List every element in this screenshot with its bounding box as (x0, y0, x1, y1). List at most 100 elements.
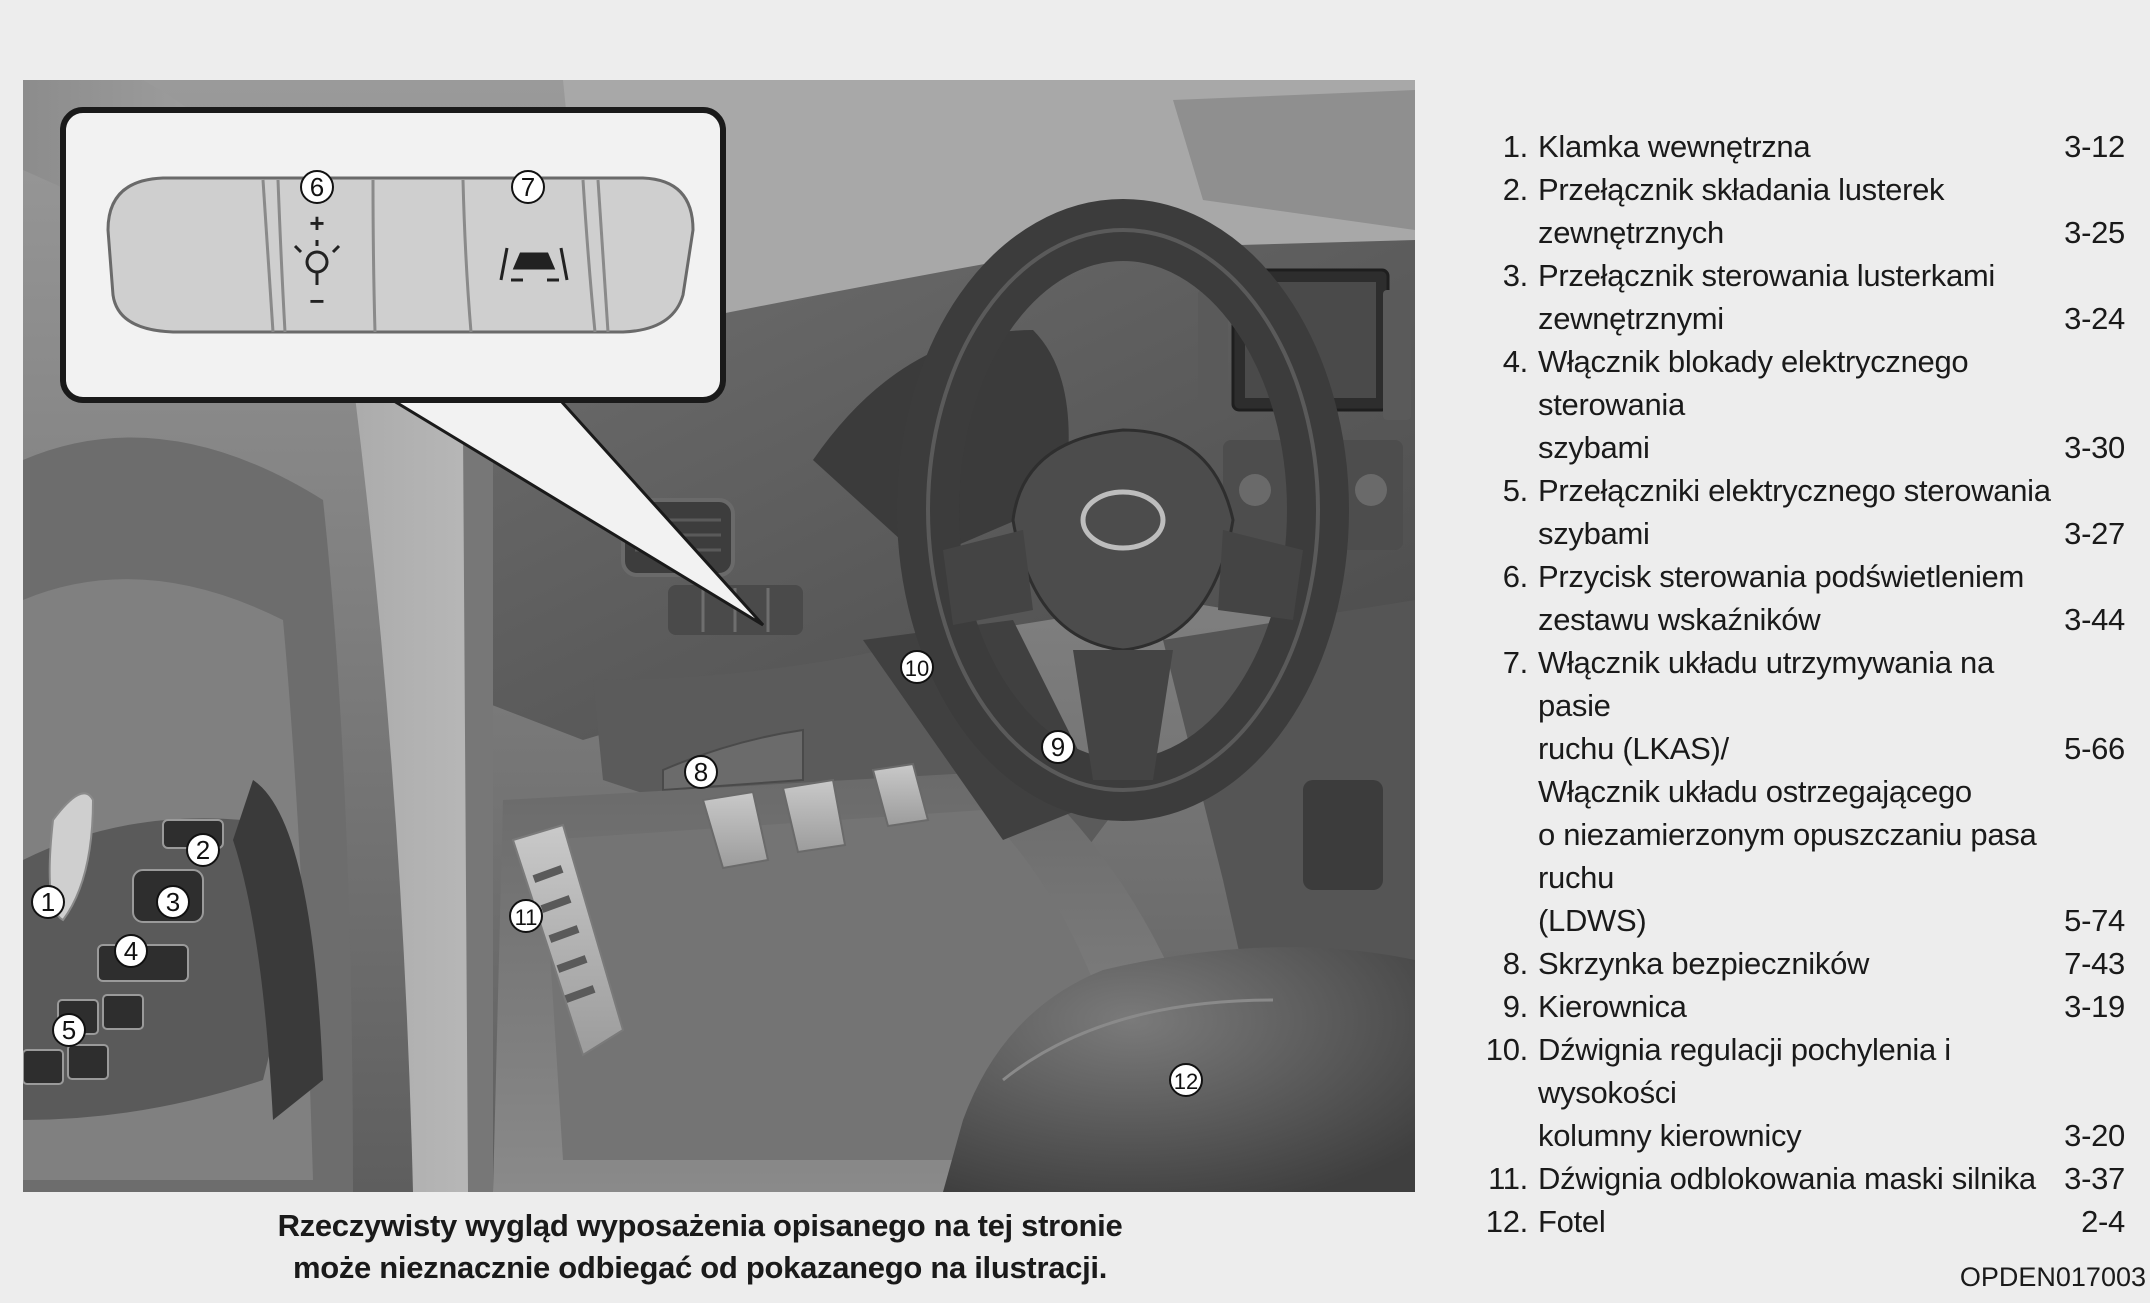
legend-item-page: 7-43 (2064, 946, 2125, 981)
legend-item-page: 3-25 (2064, 215, 2125, 250)
legend-item: 11. Dźwignia odblokowania maski silnika 3-… (1470, 1157, 2125, 1200)
legend-item-number: 9. (1502, 989, 1529, 1024)
legend-item-text: Przycisk sterowania podświetleniem (1538, 559, 2024, 594)
callout-12: 12 (1169, 1063, 1203, 1097)
legend-item-text: Klamka wewnętrzna (1538, 129, 1811, 164)
legend-item-number: 7. (1502, 645, 1529, 680)
legend-item-number: 12. (1485, 1204, 1529, 1239)
svg-text:7: 7 (521, 172, 535, 202)
legend-item-number: 10. (1485, 1032, 1529, 1067)
callout-4: 4 (114, 934, 148, 968)
legend-item-text: Dźwignia regulacji pochylenia i wysokośc… (1538, 1032, 1951, 1110)
callout-labels: 6 7 1 2 3 4 5 8 (31, 170, 1203, 1097)
svg-text:8: 8 (694, 757, 708, 787)
legend-item-text: ruchu (LKAS)/ (1538, 731, 1729, 766)
legend-item-text: kolumny kierownicy (1538, 1118, 1802, 1153)
legend-item-page: 3-27 (2064, 516, 2125, 551)
legend-item: 1. Klamka wewnętrzna 3-12 (1470, 125, 2126, 168)
switch-plus-symbol: + (309, 208, 324, 238)
legend-item-page: 5-74 (2064, 903, 2125, 938)
legend-item-page: 3-20 (2064, 1118, 2125, 1153)
legend-item-page: 3-44 (2064, 602, 2125, 637)
callout-9: 9 (1041, 730, 1075, 764)
legend-item: 12. Fotel 2-4 (1470, 1200, 2126, 1243)
component-legend: 1. Klamka wewnętrzna 3-12 2. Przełącznik skł… (1470, 125, 2126, 1243)
lane-keeping-icon (499, 247, 569, 282)
switch-panel (106, 176, 695, 334)
legend-item: 9. Kierownica 3-19 (1470, 985, 2126, 1028)
legend-item-page: 2-4 (2081, 1204, 2125, 1239)
switch-minus-symbol: − (309, 286, 324, 316)
svg-text:9: 9 (1051, 732, 1065, 762)
pedals (701, 762, 930, 870)
legend-item-number: 5. (1502, 473, 1529, 508)
svg-text:3: 3 (166, 887, 180, 917)
legend-item: 10. Dźwignia regulacji pochylenia i wysok… (1470, 1028, 2126, 1157)
callout-8: 8 (684, 755, 718, 789)
svg-text:2: 2 (196, 835, 210, 865)
legend-item-number: 1. (1502, 129, 1529, 164)
legend-item-text: Włącznik układu ostrzegającego (1538, 774, 1972, 809)
legend-item-page: 3-19 (2064, 989, 2125, 1024)
legend-item-number: 4. (1502, 344, 1529, 379)
legend-item-number: 6. (1502, 559, 1529, 594)
legend-item: 4. Włącznik blokady elektrycznego sterowa… (1470, 340, 2126, 469)
legend-item-text: (LDWS) (1538, 903, 1647, 938)
svg-text:4: 4 (124, 936, 138, 966)
steering-wheel (897, 199, 1349, 821)
legend-item-text: Kierownica (1538, 989, 1687, 1024)
legend-item: 5. Przełączniki elektrycznego sterowania s… (1470, 469, 2126, 555)
legend-item-text: zestawu wskaźników (1538, 602, 1821, 637)
legend-item-text: o niezamierzonym opuszczaniu pasa ruchu (1538, 817, 2037, 895)
legend-item-page: 3-24 (2064, 301, 2125, 336)
callout-5: 5 (52, 1013, 86, 1047)
interior-illustration: + − 6 7 1 2 (23, 80, 1415, 1192)
legend-item-number: 11. (1488, 1161, 1528, 1196)
svg-text:10: 10 (905, 656, 929, 681)
legend-item-number: 3. (1502, 258, 1529, 293)
footrest (511, 823, 625, 1057)
illumination-icon (293, 240, 341, 285)
callout-1: 1 (31, 885, 65, 919)
legend-item-page: 5-66 (2064, 731, 2125, 766)
callout-11: 11 (509, 899, 543, 933)
legend-item-text: Przełącznik sterowania lusterkami (1538, 258, 1995, 293)
svg-text:12: 12 (1174, 1069, 1198, 1094)
svg-text:11: 11 (515, 905, 538, 930)
legend-item-text: Przełącznik składania lusterek (1538, 172, 1945, 207)
legend-item-page: 3-30 (2064, 430, 2125, 465)
legend-item-text: Skrzynka bezpieczników (1538, 946, 1870, 981)
caption-line: może nieznacznie odbiegać od pokazanego … (292, 1250, 1108, 1285)
svg-text:6: 6 (310, 172, 324, 202)
legend-item-text: Przełączniki elektrycznego sterowania (1538, 473, 2051, 508)
legend-item: 6. Przycisk sterowania podświetleniem zest… (1470, 555, 2126, 641)
svg-text:5: 5 (62, 1015, 76, 1045)
callout-3: 3 (156, 885, 190, 919)
legend-item: Włącznik układu ostrzegającego o niezamie… (1470, 770, 2125, 942)
legend-item-text: Fotel (1538, 1204, 1606, 1239)
legend-item-number: 8. (1502, 946, 1529, 981)
legend-item: 2. Przełącznik składania lusterek zewnętrz… (1470, 168, 2126, 254)
callout-6: 6 (300, 170, 334, 204)
legend-item-text: Włącznik blokady elektrycznego sterowani… (1538, 344, 1969, 422)
callout-inset: + − (60, 107, 726, 403)
legend-item-text: Dźwignia odblokowania maski silnika (1538, 1161, 2036, 1196)
callout-10: 10 (900, 650, 934, 684)
image-code: OPDEN017003 (1959, 1262, 2146, 1292)
legend-item: 3. Przełącznik sterowania lusterkami zewnę… (1470, 254, 2126, 340)
legend-item: 7. Włącznik układu utrzymywania na pasie r… (1470, 641, 2126, 770)
legend-item-number: 2. (1502, 172, 1529, 207)
callout-2: 2 (186, 833, 220, 867)
caption-line: Rzeczywisty wygląd wyposażenia opisanego… (277, 1208, 1123, 1243)
legend-item: 8. Skrzynka bezpieczników 7-43 (1470, 942, 2126, 985)
legend-item-page: 3-37 (2064, 1161, 2125, 1196)
legend-item-text: zewnętrznych (1538, 215, 1724, 250)
disclaimer-caption: Rzeczywisty wygląd wyposażenia opisanego… (230, 1205, 1170, 1289)
legend-item-text: Włącznik układu utrzymywania na pasie (1538, 645, 1994, 723)
legend-item-text: zewnętrznymi (1538, 301, 1724, 336)
legend-item-page: 3-12 (2064, 129, 2125, 164)
callout-7: 7 (511, 170, 545, 204)
legend-item-text: szybami (1538, 430, 1650, 465)
svg-text:1: 1 (41, 887, 55, 917)
legend-item-text: szybami (1538, 516, 1650, 551)
